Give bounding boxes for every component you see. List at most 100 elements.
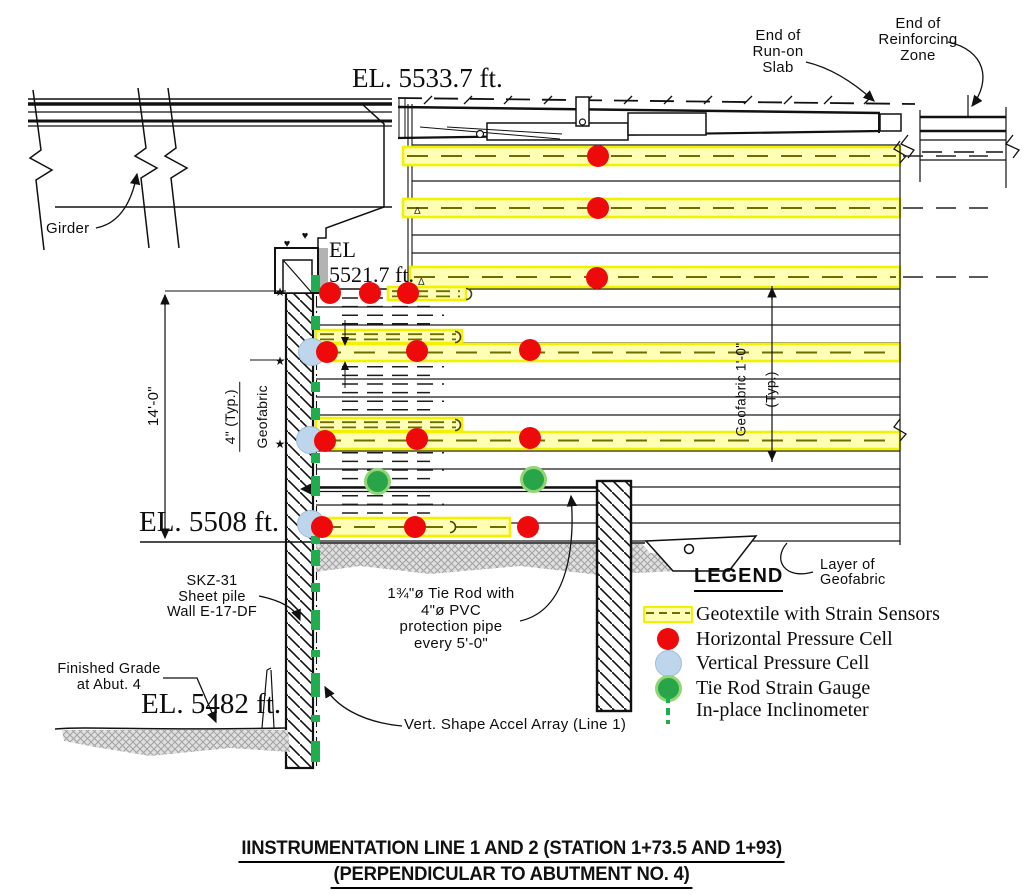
inclinometer-dash bbox=[311, 275, 320, 292]
abutment-seat bbox=[317, 104, 413, 288]
geotextile-strain-band bbox=[314, 328, 464, 345]
end-of-reinforcing-zone-label: End of Reinforcing Zone bbox=[878, 15, 958, 65]
legend-item-geotextile-strain: Geotextile with Strain Sensors bbox=[640, 601, 940, 627]
star-tick-icon: ★ bbox=[275, 437, 286, 451]
road-tick bbox=[503, 95, 513, 105]
road-tick bbox=[423, 95, 433, 105]
horizontal-pressure-cell-marker bbox=[397, 282, 419, 304]
horizontal-pressure-cell-marker bbox=[316, 341, 338, 363]
road-tick bbox=[703, 95, 713, 105]
wrap-delta-icon: Δ bbox=[414, 206, 421, 217]
inclinometer-dash bbox=[311, 583, 320, 592]
reinforcing-zone-end-piece bbox=[899, 95, 1021, 188]
road-tick bbox=[783, 95, 793, 105]
geofabric-spacing-line1: Geofabric 1'-0" bbox=[733, 342, 749, 437]
dimension-lines bbox=[140, 286, 777, 543]
horizontal-pressure-cell-marker bbox=[314, 430, 336, 452]
dim-14ft-label: 14'-0" bbox=[144, 386, 162, 427]
inclinometer-dash bbox=[311, 476, 320, 496]
horizontal-pressure-cell-marker bbox=[319, 282, 341, 304]
vertical-pressure-cell-icon bbox=[654, 649, 682, 677]
girder-label: Girder bbox=[46, 220, 90, 237]
legend-item-vertical-pressure-cell: Vertical Pressure Cell bbox=[640, 649, 870, 677]
tie-rod-note-label: 1¾"ø Tie Rod with 4"ø PVC protection pip… bbox=[387, 585, 515, 652]
dim-4in-typ-label: 4" (Typ.) Geofabric bbox=[208, 381, 286, 452]
legend-item-horizontal-pressure-cell: Horizontal Pressure Cell bbox=[640, 626, 893, 652]
horizontal-pressure-cell-marker bbox=[404, 516, 426, 538]
horizontal-pressure-cell-marker bbox=[517, 516, 539, 538]
geofabric-spacing-line2: (Typ.) bbox=[763, 371, 779, 408]
vertical-pressure-cell-swatch bbox=[640, 649, 696, 677]
geotextile-strain-band bbox=[314, 416, 464, 433]
horizontal-pressure-cell-marker bbox=[406, 428, 428, 450]
in-place-inclinometer-icon bbox=[666, 696, 670, 724]
sheet-pile-wall-label: SKZ-31 Sheet pile Wall E-17-DF bbox=[166, 573, 258, 621]
reinforced-zone-edge bbox=[893, 140, 988, 545]
inclinometer-dash bbox=[311, 610, 320, 630]
finished-grade-label: Finished Grade at Abut. 4 bbox=[57, 661, 161, 693]
inclinometer-dash bbox=[311, 550, 320, 566]
legend-label: In-place Inclinometer bbox=[696, 698, 869, 721]
elevation-grade-label: EL. 5482 ft. bbox=[141, 688, 282, 720]
legend-item-tie-rod-strain-gauge: Tie Rod Strain Gauge bbox=[640, 675, 870, 701]
tie-rod-strain-gauge-marker bbox=[522, 468, 544, 490]
inclinometer-dash bbox=[311, 741, 320, 762]
title-line-1: IINSTRUMENTATION LINE 1 AND 2 (STATION 1… bbox=[238, 838, 786, 863]
title-line-2: (PERPENDICULAR TO ABUTMENT NO. 4) bbox=[331, 864, 693, 889]
inclinometer-dash bbox=[311, 382, 320, 392]
ground-hatch-right bbox=[316, 535, 758, 575]
wrap-hooks bbox=[449, 287, 473, 534]
road-tick bbox=[623, 95, 633, 105]
geotextile-strain-icon bbox=[643, 605, 693, 623]
tie-rod-strain-gauge-swatch bbox=[640, 677, 696, 699]
legend-item-in-place-inclinometer: In-place Inclinometer bbox=[640, 696, 869, 724]
horizontal-pressure-cell-marker bbox=[587, 197, 609, 219]
legend-label: Horizontal Pressure Cell bbox=[696, 627, 893, 650]
inclinometer-dash bbox=[311, 408, 320, 420]
finished-grade-drawing bbox=[54, 667, 290, 756]
elevation-seat-label: EL 5521.7 ft. bbox=[329, 237, 414, 287]
inclinometer-dash bbox=[311, 453, 320, 463]
horizontal-pressure-cell-marker bbox=[519, 427, 541, 449]
elevation-top-label: EL. 5533.7 ft. bbox=[352, 63, 503, 93]
tie-rod-strain-gauge-icon bbox=[657, 677, 679, 699]
horizontal-pressure-cell-marker bbox=[587, 145, 609, 167]
inclinometer-dash bbox=[311, 715, 320, 722]
legend-label: Vertical Pressure Cell bbox=[696, 651, 870, 674]
star-tick-icon: ★ bbox=[275, 354, 286, 368]
end-of-run-on-slab-label: End of Run-on Slab bbox=[752, 27, 804, 77]
inclinometer-dash bbox=[311, 650, 320, 657]
title-block: IINSTRUMENTATION LINE 1 AND 2 (STATION 1… bbox=[0, 838, 1024, 889]
road-tick bbox=[543, 95, 553, 105]
road-tick bbox=[663, 95, 673, 105]
star-tick-icon: ★ bbox=[275, 285, 286, 299]
geotextile-strain-swatch bbox=[640, 605, 696, 623]
road-tick bbox=[823, 95, 833, 105]
tie-rod bbox=[300, 482, 600, 496]
geofabric-spacing-label: Geofabric 1'-0" (Typ.) bbox=[719, 334, 794, 446]
legend-label: Tie Rod Strain Gauge bbox=[696, 676, 871, 699]
run-on-slab bbox=[397, 95, 916, 141]
horizontal-pressure-cell-marker bbox=[519, 339, 541, 361]
horizontal-pressure-cell-swatch bbox=[640, 628, 696, 650]
horizontal-pressure-cell-marker bbox=[311, 516, 333, 538]
horizontal-pressure-cell-marker bbox=[359, 282, 381, 304]
leader-lines bbox=[95, 41, 984, 727]
accel-array-label: Vert. Shape Accel Array (Line 1) bbox=[404, 716, 627, 733]
in-place-inclinometer-swatch bbox=[640, 696, 696, 724]
road-tick bbox=[743, 95, 753, 105]
dim-4in-typ-line2: Geofabric bbox=[254, 385, 271, 449]
road-tick bbox=[463, 95, 473, 105]
horizontal-pressure-cell-icon bbox=[657, 628, 679, 650]
survey-target-icon: ♥ bbox=[302, 230, 309, 242]
legend-label: Geotextile with Strain Sensors bbox=[696, 602, 940, 625]
inclinometer-dash bbox=[311, 673, 320, 697]
horizontal-pressure-cell-marker bbox=[586, 267, 608, 289]
elevation-mid-label: EL. 5508 ft. bbox=[139, 506, 280, 538]
survey-target-icon: ♥ bbox=[284, 238, 291, 250]
dimension-marks: ★ ★ ★ Δ Δ bbox=[275, 206, 425, 451]
horizontal-pressure-cell-marker bbox=[406, 340, 428, 362]
wrap-delta-icon: Δ bbox=[418, 277, 425, 288]
